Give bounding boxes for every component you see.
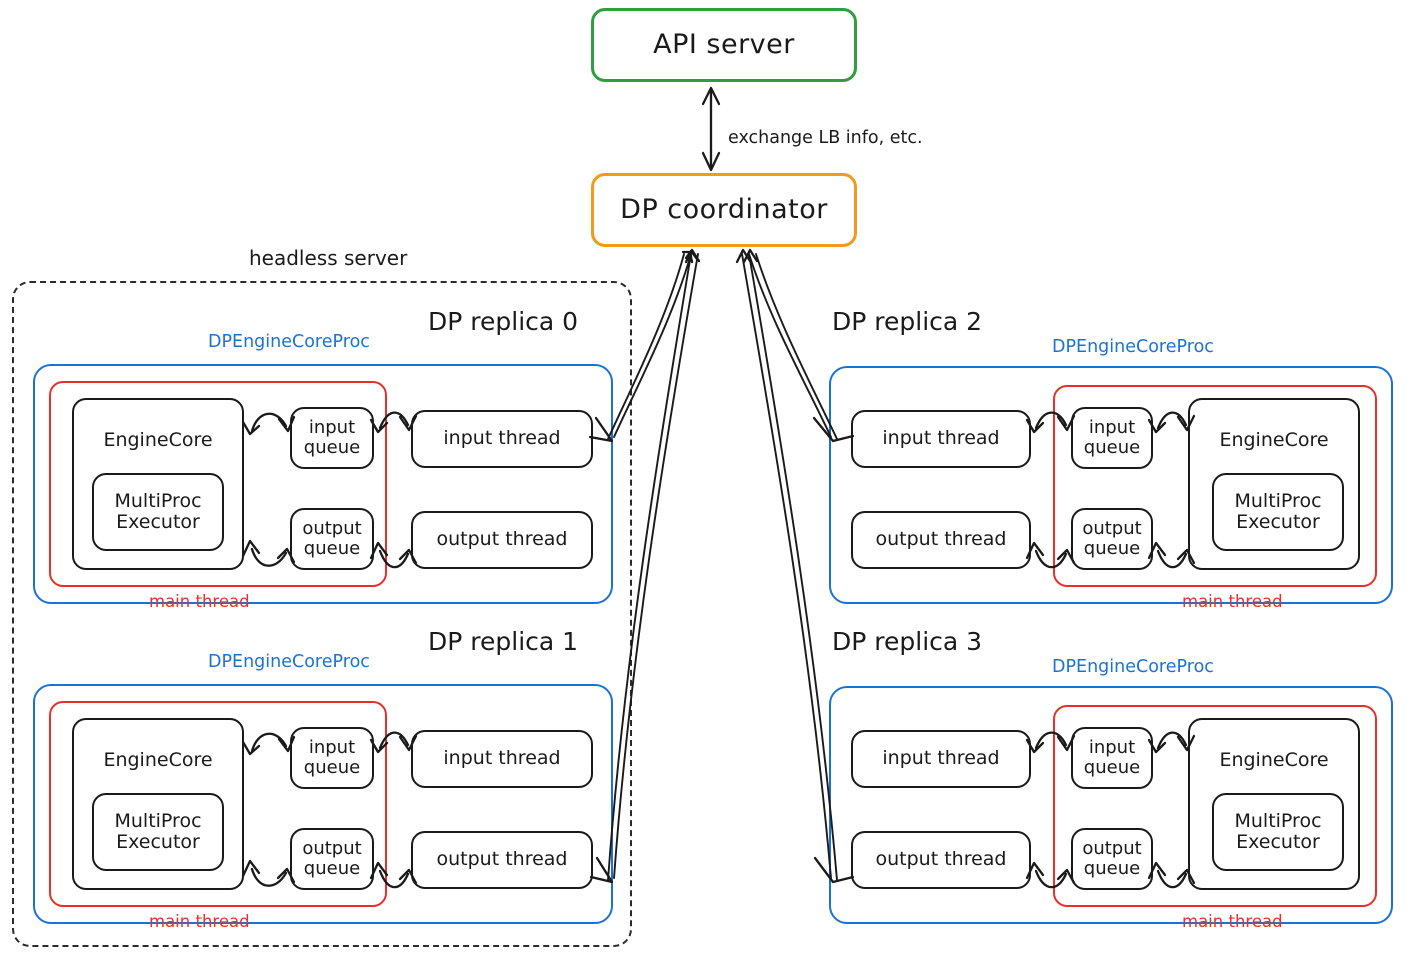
multiproc-executor-label-2: MultiProc Executor	[1234, 489, 1322, 533]
main-thread-1	[49, 701, 387, 907]
replica-title-2: DP replica 2	[832, 307, 983, 336]
multiproc-executor-1[interactable]: MultiProc Executor	[92, 793, 224, 871]
main-thread-0	[49, 381, 387, 587]
input-queue-label-2: input queue	[1083, 416, 1141, 458]
multiproc-executor-label-3: MultiProc Executor	[1234, 809, 1322, 853]
output-thread-label-1: output thread	[436, 848, 568, 871]
multiproc-executor-0[interactable]: MultiProc Executor	[92, 473, 224, 551]
exchange-info-edge-label: exchange LB info, etc.	[728, 128, 923, 148]
output-queue-label-3: output queue	[1082, 837, 1142, 879]
engine-core-1[interactable]: EngineCore	[72, 718, 244, 890]
output-thread-label-2: output thread	[875, 528, 1007, 551]
input-thread-1[interactable]: input thread	[411, 730, 593, 788]
input-thread-0[interactable]: input thread	[411, 410, 593, 468]
output-thread-2[interactable]: output thread	[851, 511, 1031, 569]
input-thread-3[interactable]: input thread	[851, 730, 1031, 788]
main-thread-3	[1053, 705, 1377, 907]
output-queue-label-1: output queue	[302, 837, 362, 879]
engine-core-2[interactable]: EngineCore	[1188, 398, 1360, 570]
input-thread-label-2: input thread	[882, 427, 1000, 450]
proc-label-2: DPEngineCoreProc	[1052, 337, 1214, 357]
input-queue-label-3: input queue	[1083, 736, 1141, 778]
engine-core-label-1: EngineCore	[103, 749, 213, 771]
output-thread-label-0: output thread	[436, 528, 568, 551]
proc-label-3: DPEngineCoreProc	[1052, 657, 1214, 677]
output-thread-label-3: output thread	[875, 848, 1007, 871]
engine-core-0[interactable]: EngineCore	[72, 398, 244, 570]
dp-coordinator-node[interactable]: DP coordinator	[591, 173, 857, 247]
arrow-api-coordinator	[701, 86, 721, 172]
multiproc-executor-3[interactable]: MultiProc Executor	[1212, 793, 1344, 871]
api-server-label: API server	[653, 28, 795, 60]
input-queue-label-0: input queue	[303, 416, 361, 458]
input-thread-label-0: input thread	[443, 427, 561, 450]
output-queue-label-2: output queue	[1082, 517, 1142, 559]
output-thread-3[interactable]: output thread	[851, 831, 1031, 889]
output-thread-1[interactable]: output thread	[411, 831, 593, 889]
proc-label-1: DPEngineCoreProc	[208, 652, 370, 672]
input-queue-0[interactable]: input queue	[290, 407, 374, 469]
multiproc-executor-label-0: MultiProc Executor	[114, 489, 202, 533]
replica-title-0: DP replica 0	[428, 307, 579, 336]
output-queue-3[interactable]: output queue	[1071, 828, 1153, 890]
multiproc-executor-label-1: MultiProc Executor	[114, 809, 202, 853]
replica-title-1: DP replica 1	[428, 627, 579, 656]
output-queue-0[interactable]: output queue	[290, 508, 374, 570]
multiproc-executor-2[interactable]: MultiProc Executor	[1212, 473, 1344, 551]
input-queue-2[interactable]: input queue	[1071, 407, 1153, 469]
output-queue-1[interactable]: output queue	[290, 828, 374, 890]
proc-label-0: DPEngineCoreProc	[208, 332, 370, 352]
main-thread-label-1: main thread	[149, 912, 250, 931]
headless-server-label: headless server	[249, 246, 408, 270]
engine-core-label-0: EngineCore	[103, 429, 213, 451]
engine-core-label-2: EngineCore	[1219, 429, 1329, 451]
api-server-node[interactable]: API server	[591, 8, 857, 82]
main-thread-label-2: main thread	[1182, 592, 1283, 611]
output-thread-0[interactable]: output thread	[411, 511, 593, 569]
main-thread-label-0: main thread	[149, 592, 250, 611]
main-thread-label-3: main thread	[1182, 912, 1283, 931]
engine-core-label-3: EngineCore	[1219, 749, 1329, 771]
input-thread-label-3: input thread	[882, 747, 1000, 770]
input-queue-1[interactable]: input queue	[290, 727, 374, 789]
input-queue-3[interactable]: input queue	[1071, 727, 1153, 789]
replica-title-3: DP replica 3	[832, 627, 983, 656]
engine-core-3[interactable]: EngineCore	[1188, 718, 1360, 890]
dp-coordinator-label: DP coordinator	[620, 193, 828, 225]
output-queue-label-0: output queue	[302, 517, 362, 559]
input-thread-label-1: input thread	[443, 747, 561, 770]
input-thread-2[interactable]: input thread	[851, 410, 1031, 468]
input-queue-label-1: input queue	[303, 736, 361, 778]
output-queue-2[interactable]: output queue	[1071, 508, 1153, 570]
main-thread-2	[1053, 385, 1377, 587]
